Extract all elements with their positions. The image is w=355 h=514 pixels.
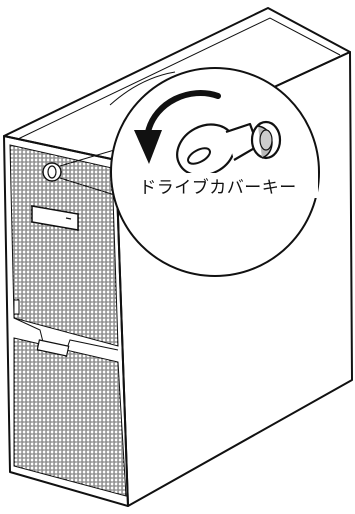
rotation-arrow-icon [134,90,221,164]
front-vent-upper [9,144,119,347]
drive-slot [31,205,79,231]
bezel-latch [13,317,119,357]
key-icon [176,120,282,177]
side-button [13,299,20,315]
key-lock [42,162,62,182]
tower-front-bezel [3,135,129,507]
callout-label: ドライブカバーキー [118,173,318,198]
callout-leader-lower [59,177,119,197]
front-vent-lower [13,337,127,497]
